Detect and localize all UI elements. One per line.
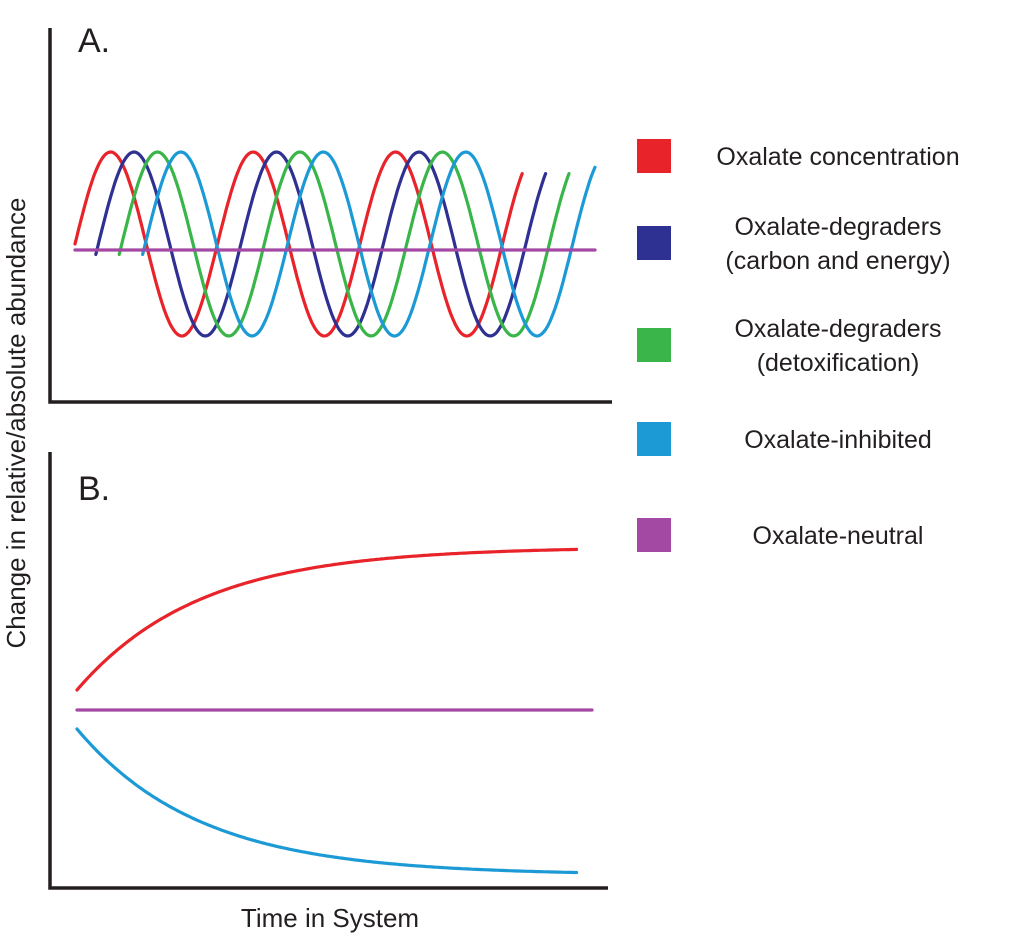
- panel-b-series-conc: [75, 547, 579, 692]
- legend-swatch-neutral: [637, 518, 671, 552]
- x-axis-label: Time in System: [241, 903, 419, 933]
- panel-a-series: [73, 150, 597, 338]
- legend-label-inhib: Oxalate-inhibited: [744, 426, 932, 454]
- legend-label-carbon: Oxalate-degraders(carbon and energy): [725, 213, 950, 275]
- panel-b-label: B.: [78, 470, 110, 508]
- legend: Oxalate concentrationOxalate-degraders(c…: [637, 139, 960, 552]
- legend-swatch-conc: [637, 139, 671, 173]
- legend-swatch-inhib: [637, 422, 671, 456]
- panel-a-series-conc: [73, 150, 524, 338]
- legend-label-detox: Oxalate-degraders(detoxification): [734, 315, 941, 377]
- panel-b-series-inhib: [75, 727, 579, 875]
- panel-a-axes: [48, 28, 612, 404]
- panel-b-axes: [48, 452, 608, 890]
- panel-a: A.: [48, 22, 612, 404]
- legend-label-conc: Oxalate concentration: [716, 143, 959, 171]
- panel-b-series: [75, 547, 594, 875]
- legend-swatch-carbon: [637, 226, 671, 260]
- legend-swatch-detox: [637, 328, 671, 362]
- legend-label-neutral: Oxalate-neutral: [753, 522, 924, 550]
- panel-b: B.: [48, 452, 608, 890]
- panel-a-label: A.: [78, 22, 110, 60]
- y-axis-label: Change in relative/absolute abundance: [1, 197, 31, 648]
